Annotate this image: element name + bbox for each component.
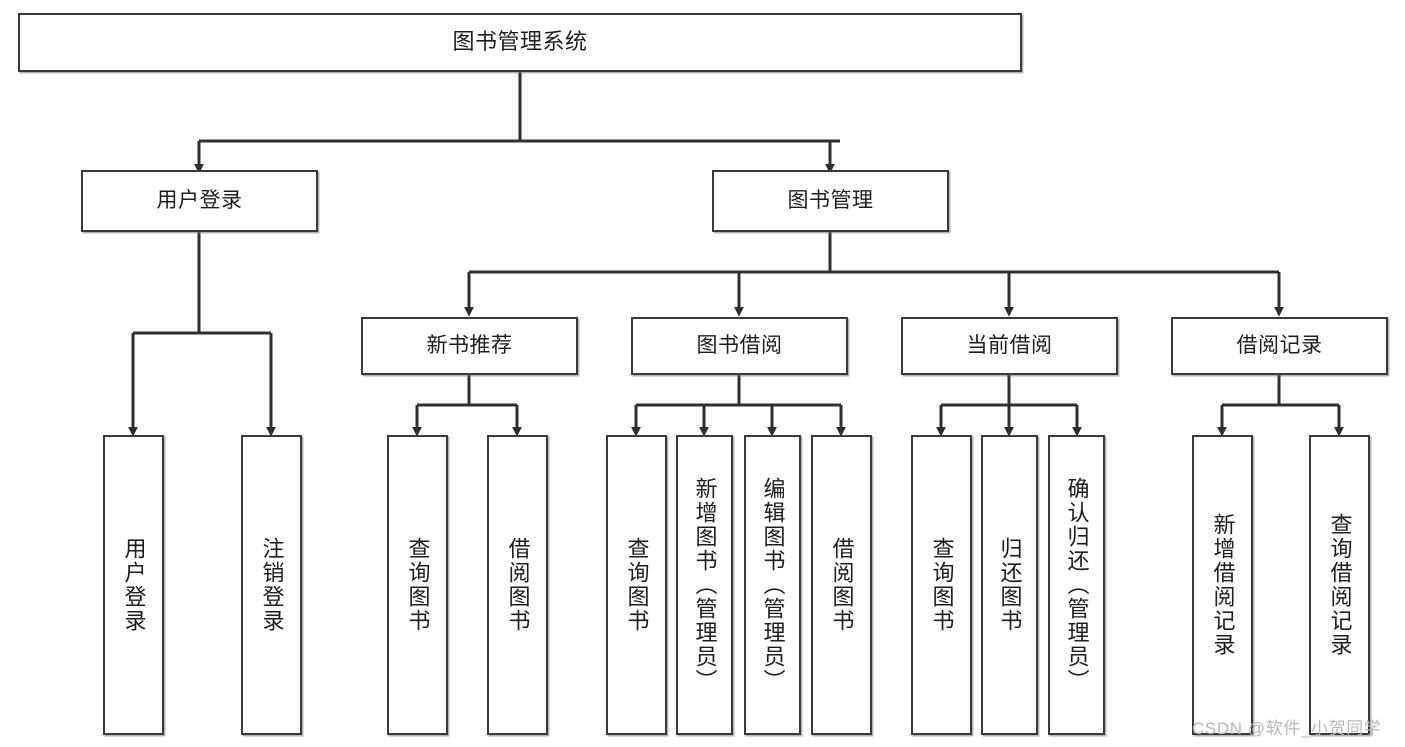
node-label: 新增借阅记录 (1210, 513, 1236, 657)
leaf-book-borrow-query-book[interactable]: 查询图书 (606, 435, 667, 735)
node-label: 当前借阅 (966, 333, 1053, 357)
node-label: 图书借阅 (696, 333, 783, 357)
node-label: 图书管理 (787, 188, 874, 212)
node-label: 借阅图书 (829, 537, 855, 633)
node-label: 用户登录 (121, 537, 147, 633)
leaf-new-book-borrow-book[interactable]: 借阅图书 (487, 435, 548, 735)
node-label: 借阅图书 (505, 537, 531, 633)
node-label: 图书管理系统 (452, 29, 588, 55)
node-book-management[interactable]: 图书管理 (712, 170, 949, 232)
leaf-borrow-record-query-record[interactable]: 查询借阅记录 (1309, 435, 1370, 735)
leaf-borrow-record-add-record[interactable]: 新增借阅记录 (1192, 435, 1253, 735)
leaf-new-book-query-book[interactable]: 查询图书 (387, 435, 448, 735)
node-label: 新书推荐 (426, 333, 513, 357)
node-label: 查询图书 (929, 537, 955, 633)
leaf-book-borrow-borrow-book[interactable]: 借阅图书 (811, 435, 872, 735)
leaf-current-borrow-return-book[interactable]: 归还图书 (981, 435, 1038, 735)
leaf-user-login[interactable]: 用户登录 (103, 435, 164, 735)
node-label: 新增图书（管理员） (692, 477, 718, 693)
leaf-book-borrow-add-book-admin[interactable]: 新增图书（管理员） (676, 435, 733, 735)
leaf-book-borrow-edit-book-admin[interactable]: 编辑图书（管理员） (744, 435, 801, 735)
node-label: 注销登录 (259, 537, 285, 633)
leaf-logout[interactable]: 注销登录 (241, 435, 302, 735)
node-label: 编辑图书（管理员） (760, 477, 786, 693)
node-label: 查询图书 (405, 537, 431, 633)
node-label: 归还图书 (997, 537, 1023, 633)
node-book-borrow[interactable]: 图书借阅 (631, 317, 848, 375)
node-label: 确认归还（管理员） (1064, 477, 1090, 693)
node-label: 用户登录 (156, 188, 243, 212)
node-label: 查询借阅记录 (1327, 513, 1353, 657)
node-label: 查询图书 (624, 537, 650, 633)
leaf-current-borrow-confirm-return-admin[interactable]: 确认归还（管理员） (1048, 435, 1105, 735)
node-new-book-recommend[interactable]: 新书推荐 (361, 317, 578, 375)
node-label: 借阅记录 (1236, 333, 1323, 357)
node-user-login[interactable]: 用户登录 (81, 170, 318, 232)
node-root-book-management-system[interactable]: 图书管理系统 (18, 13, 1022, 72)
leaf-current-borrow-query-book[interactable]: 查询图书 (911, 435, 972, 735)
node-current-borrow[interactable]: 当前借阅 (901, 317, 1118, 375)
node-borrow-record[interactable]: 借阅记录 (1171, 317, 1388, 375)
